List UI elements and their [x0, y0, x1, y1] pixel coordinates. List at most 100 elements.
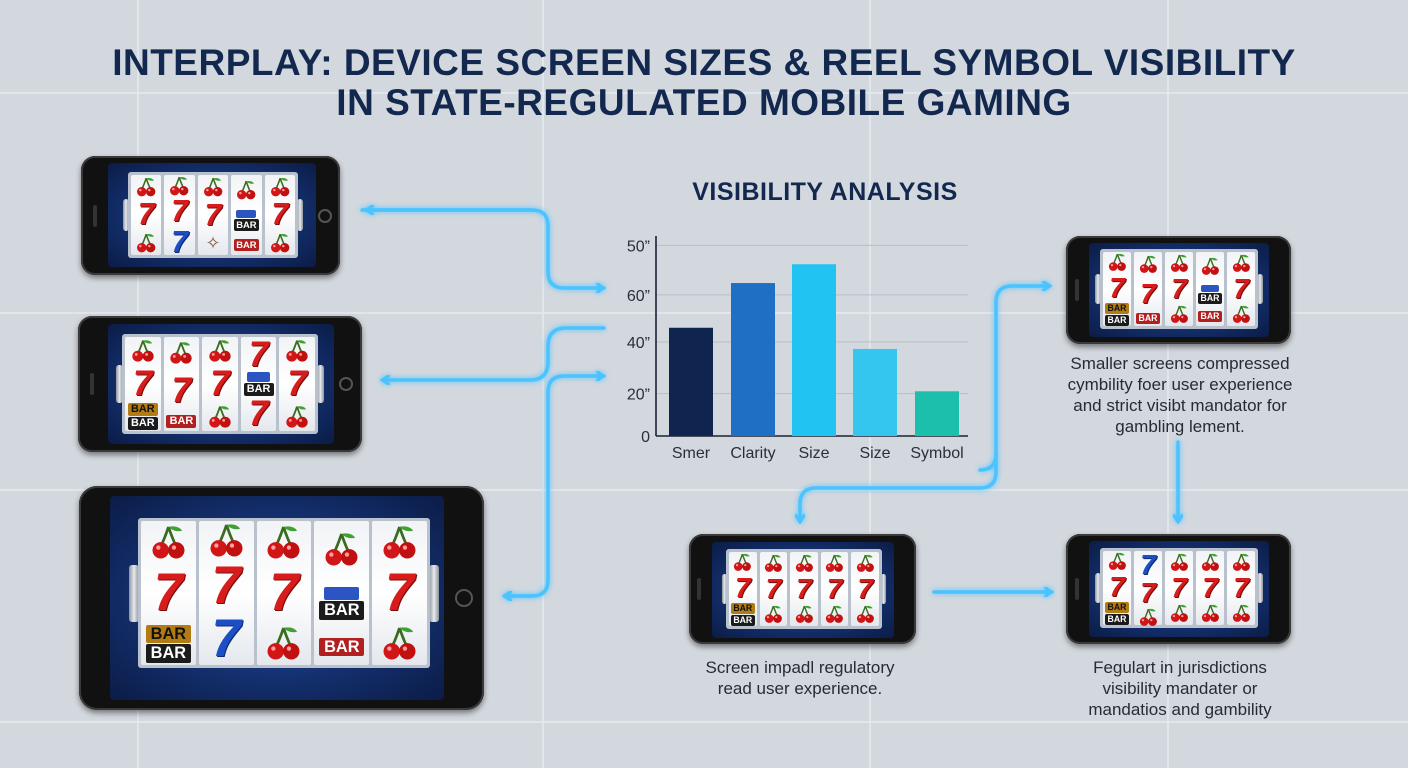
cherry-symbol	[1200, 603, 1221, 624]
caption-line: Fegulart in jurisdictions	[1093, 658, 1267, 677]
cherry-icon	[1170, 605, 1188, 623]
caption-line: read user experience.	[717, 679, 883, 698]
cherry-symbol	[1169, 304, 1190, 325]
cherry-icon	[1232, 254, 1250, 272]
seven-symbol: 7	[249, 337, 269, 372]
cherry-icon	[203, 178, 223, 197]
seven-glyph: 7	[271, 197, 289, 231]
caption-line: Screen impadl regulatory	[705, 658, 895, 677]
cherry-icon	[137, 177, 156, 197]
blue-block	[1200, 284, 1220, 292]
bar-symbol: BAR	[319, 637, 365, 657]
cherry-icon	[1232, 605, 1250, 623]
seven-glyph: 7	[1171, 571, 1187, 603]
cherry-symbol	[1107, 551, 1128, 572]
cherry-symbol	[202, 176, 224, 198]
cherry-symbol	[380, 523, 419, 562]
cherry-symbol	[855, 604, 876, 625]
cherry-symbol	[284, 338, 310, 364]
cherry-icon	[383, 526, 416, 559]
reel-side-handle	[1095, 572, 1101, 604]
seven-glyph: 7	[1233, 272, 1249, 304]
seven-glyph: 7	[857, 572, 873, 604]
cherry-symbol	[1200, 552, 1221, 573]
cherry-symbol	[824, 553, 845, 574]
caption-line: visibility mandater or	[1102, 679, 1258, 698]
cherry-icon	[267, 526, 300, 559]
cherry-icon	[1232, 553, 1250, 571]
cherry-symbol	[763, 604, 784, 625]
seven-glyph: 7	[1140, 277, 1156, 309]
cherry-icon	[286, 340, 308, 362]
seven-glyph: 7	[171, 195, 188, 229]
cherry-symbol	[1107, 252, 1128, 273]
cherry-symbol	[168, 340, 194, 366]
cherry-symbol	[269, 176, 291, 198]
bar-glyph: BAR	[1105, 613, 1129, 625]
cherry-symbol	[1169, 552, 1190, 573]
cherry-symbol	[207, 521, 246, 560]
reel-column: 7	[256, 521, 312, 665]
seven-symbol: 7	[138, 199, 155, 230]
cherry-icon	[170, 176, 189, 196]
bar-glyph: BAR	[127, 417, 158, 430]
cherry-symbol	[1231, 603, 1252, 624]
bar-symbol: BAR	[233, 239, 260, 251]
cherry-symbol	[1138, 254, 1159, 275]
page-title-line-1: INTERPLAY: DEVICE SCREEN SIZES & REEL SY…	[112, 42, 1296, 83]
bar-glyph: BAR	[127, 403, 158, 417]
bar-glyph: BAR	[319, 637, 365, 657]
bar-glyph: BAR	[1136, 312, 1160, 324]
speaker	[90, 373, 94, 395]
seven-symbol: 7	[796, 574, 812, 603]
home-button	[318, 208, 332, 223]
cherry-icon	[1139, 608, 1157, 627]
seven-glyph: 7	[1140, 577, 1156, 609]
cherry-symbol	[824, 604, 845, 625]
chart-bar	[915, 391, 959, 436]
x-tick-label: Smer	[672, 445, 711, 462]
bar-glyph: BAR	[146, 644, 191, 663]
chart-bar	[792, 264, 836, 436]
seven-glyph: 7	[765, 572, 782, 604]
reel-column: 7	[820, 552, 849, 626]
seven-symbol: 7	[1109, 573, 1125, 601]
blue-seven-symbol: 7	[171, 225, 188, 259]
cherry-icon	[1139, 256, 1157, 274]
seven-glyph: 7	[1202, 571, 1218, 603]
reel-column: 7	[372, 521, 427, 665]
cherry-icon	[1201, 605, 1219, 623]
cherry-icon	[1108, 254, 1126, 272]
seven-glyph: 7	[171, 225, 188, 259]
seven-symbol: 7	[171, 197, 188, 227]
cherry-icon	[1170, 254, 1188, 272]
cherry-symbol	[855, 553, 876, 574]
reel-side-handle	[429, 564, 440, 622]
reel-column: 7	[264, 175, 296, 255]
seven-symbol: 7	[1233, 272, 1249, 304]
cherry-symbol	[264, 523, 303, 562]
caption-line: mandatios and gambility	[1088, 700, 1272, 719]
seven-symbol: 7	[857, 572, 873, 604]
cherry-icon	[856, 606, 874, 624]
seven-glyph: 7	[1109, 272, 1125, 304]
cherry-symbol	[207, 338, 233, 364]
caption-line: and strict visibt mandator for	[1073, 396, 1287, 415]
cherry-symbol	[149, 523, 188, 562]
bar-glyph: BAR	[166, 414, 197, 428]
cherry-icon	[267, 627, 300, 660]
seven-symbol: 7	[1171, 274, 1187, 303]
home-button	[339, 377, 353, 391]
bar-symbol: BAR	[1198, 311, 1222, 323]
bar-symbol: BAR	[1136, 312, 1160, 324]
cherry-icon	[1201, 257, 1219, 275]
mixed-glyph: ✧	[205, 232, 221, 253]
